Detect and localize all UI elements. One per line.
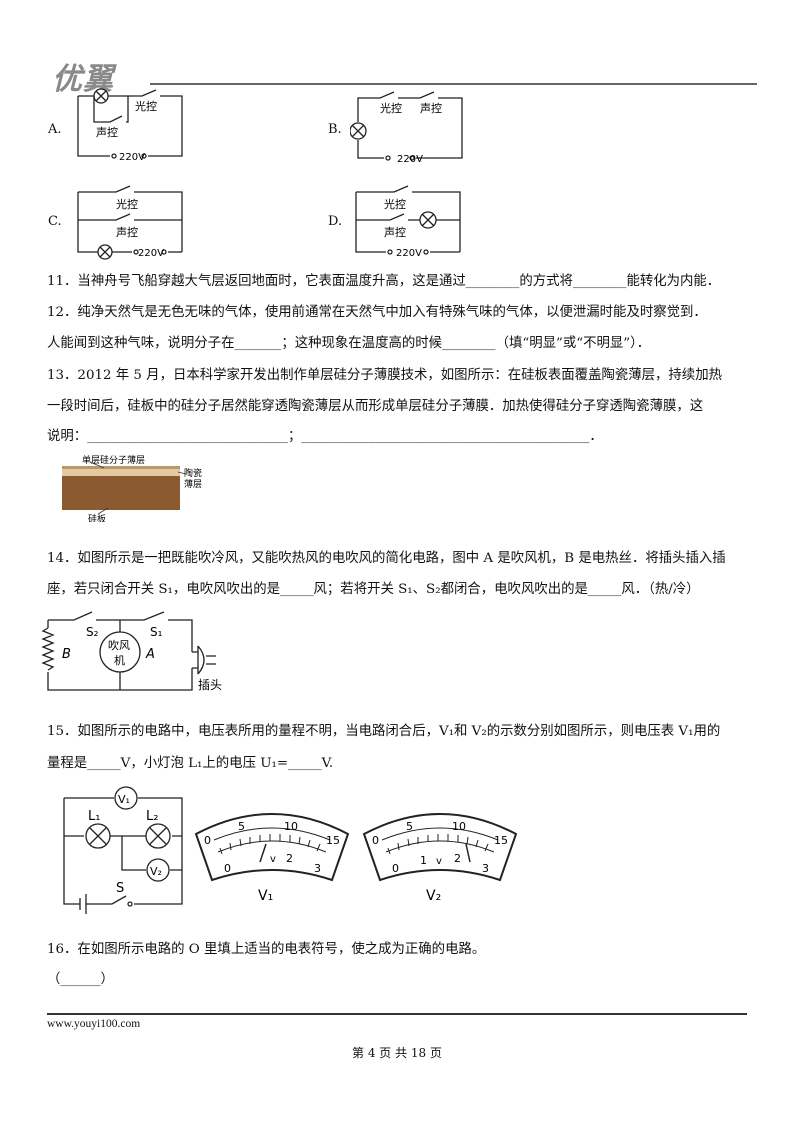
voltmeter-v1-label: V₁ xyxy=(118,793,130,806)
option-c-label: C. xyxy=(48,214,62,229)
logo: 优翼 xyxy=(52,62,114,97)
meter2-label: V₂ xyxy=(426,888,441,904)
meter1-bottom-2: 2 xyxy=(286,852,293,865)
meter1-unit: v xyxy=(270,854,276,865)
circuit-a-light-label: 光控 xyxy=(135,99,157,113)
circuit-d-voltage: 220V xyxy=(396,248,422,259)
voltmeter-v2-label: V₂ xyxy=(150,865,162,878)
meter1-top-10: 10 xyxy=(284,820,298,833)
meter1-bottom-3: 3 xyxy=(314,862,321,875)
meter2-bottom-1: 1 xyxy=(420,854,427,867)
lamp-l1-label: L₁ xyxy=(88,809,100,824)
option-a-label: A. xyxy=(48,122,62,137)
header-rule xyxy=(150,83,757,85)
switch-s2-label: S₂ xyxy=(86,625,99,639)
question-13-line-2: 一段时间后，硅板中的硅分子居然能穿透陶瓷薄层从而形成单层硅分子薄膜．加热使得硅分… xyxy=(47,399,704,414)
meter1-top-5: 5 xyxy=(238,820,245,833)
circuit-b-sound-label: 声控 xyxy=(420,101,442,115)
page-number: 第 4 页 共 18 页 xyxy=(352,1046,442,1060)
circuit-c-sound-label: 声控 xyxy=(116,225,138,239)
hair-dryer-circuit: S₂ S₁ B A 吹风 机 插头 xyxy=(41,611,222,692)
meter1-top-15: 15 xyxy=(326,834,340,847)
meter2-top-15: 15 xyxy=(494,834,508,847)
silicon-film-figure: 单层硅分子薄层 陶瓷 薄层 硅板 xyxy=(62,454,202,522)
voltmeter-circuit: L₁ L₂ V₁ V₂ S xyxy=(63,786,183,914)
meter2-top-5: 5 xyxy=(406,820,413,833)
fan-a-label: A xyxy=(145,647,155,662)
meter2-bottom-0: 0 xyxy=(392,862,399,875)
ceramic-label-2: 薄层 xyxy=(184,478,202,490)
circuit-b-voltage: 220V xyxy=(397,154,423,165)
question-12-line-1: 12．纯净天然气是无色无味的气体，使用前通常在天然气中加入有特殊气味的气体，以便… xyxy=(47,305,707,320)
question-11: 11．当神舟号飞船穿越大气层返回地面时，它表面温度升高，这是通过________… xyxy=(47,274,721,289)
circuit-d-diagram: 光控 声控 220V xyxy=(350,185,461,259)
fan-label-1: 吹风 xyxy=(108,639,130,652)
ceramic-label-1: 陶瓷 xyxy=(184,467,202,479)
question-16: 16．在如图所示电路的 O 里填上适当的电表符号，使之成为正确的电路。 xyxy=(47,942,486,957)
circuit-d-sound-label: 声控 xyxy=(384,225,406,239)
meter1-top-0: 0 xyxy=(204,834,211,847)
circuit-c-voltage: 220V xyxy=(138,248,164,259)
question-12-line-2: 人能闻到这种气味，说明分子在_______；这种现象在温度高的时候_______… xyxy=(47,336,651,351)
circuit-c-diagram: 光控 声控 220V xyxy=(77,185,183,260)
meter2-top-0: 0 xyxy=(372,834,379,847)
circuit-a-voltage: 220V xyxy=(119,152,145,163)
board-label: 硅板 xyxy=(88,513,106,522)
question-15-line-2: 量程是_____V，小灯泡 L₁上的电压 U₁=_____V. xyxy=(47,756,334,771)
question-16-blank: （______） xyxy=(47,972,114,987)
footer-url[interactable]: www.youyi100.com xyxy=(47,1018,141,1030)
meter2-bottom-2: 2 xyxy=(454,852,461,865)
footer-rule xyxy=(47,1013,747,1015)
film-label: 单层硅分子薄层 xyxy=(82,454,145,466)
circuit-b-light-label: 光控 xyxy=(380,101,402,115)
fan-label-2: 机 xyxy=(114,653,125,667)
question-15-line-1: 15．如图所示的电路中，电压表所用的量程不明，当电路闭合后，V₁和 V₂的示数分… xyxy=(47,724,721,739)
circuit-c-light-label: 光控 xyxy=(116,197,138,211)
question-14-line-1: 14．如图所示是一把既能吹冷风，又能吹热风的电吹风的简化电路，图中 A 是吹风机… xyxy=(47,551,726,566)
meter2-bottom-3: 3 xyxy=(482,862,489,875)
question-14-line-2: 座，若只闭合开关 S₁，电吹风吹出的是_____风；若将开关 S₁、S₂都闭合，… xyxy=(47,582,700,597)
switch-s1-label: S₁ xyxy=(150,625,163,639)
heater-b-label: B xyxy=(62,647,71,662)
meter1-bottom-0: 0 xyxy=(224,862,231,875)
voltmeter-v1-dial: 0 5 10 15 0 1 v 2 3 V₁ xyxy=(194,813,350,904)
lamp-l2-label: L₂ xyxy=(146,809,158,824)
option-d-label: D. xyxy=(328,214,343,229)
circuit-b-diagram: 光控 声控 220V xyxy=(350,91,463,165)
voltmeter-v2-dial: 0 5 10 15 0 1 v 2 3 V₂ xyxy=(362,813,518,904)
switch-s-label: S xyxy=(116,881,124,896)
question-13-line-3: 说明：______________________________；______… xyxy=(47,429,603,444)
circuit-a-sound-label: 声控 xyxy=(96,125,118,139)
option-b-label: B. xyxy=(328,122,342,137)
meter1-label: V₁ xyxy=(258,888,273,904)
circuit-a-diagram: 光控 声控 220V xyxy=(77,88,183,163)
circuit-d-light-label: 光控 xyxy=(384,197,406,211)
meter2-unit: v xyxy=(436,856,442,867)
plug-label: 插头 xyxy=(198,678,222,692)
question-13-line-1: 13．2012 年 5 月，日本科学家开发出制作单层硅分子薄膜技术，如图所示：在… xyxy=(47,368,722,383)
meter2-top-10: 10 xyxy=(452,820,466,833)
